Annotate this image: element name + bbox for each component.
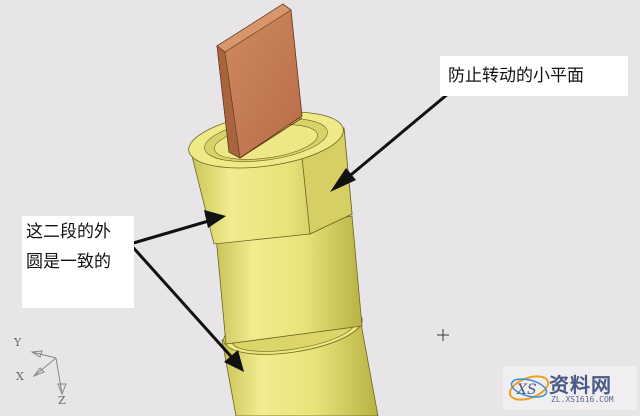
crosshair-cursor-icon (437, 329, 449, 341)
axis-triad: Y X Z (10, 330, 80, 410)
callout-text: 防止转动的小平面 (448, 66, 584, 86)
watermark-url: ZL.XS1616.COM (551, 395, 614, 404)
callout-arrows (128, 86, 456, 372)
callout-text-line-1: 这二段的外 (26, 222, 111, 242)
svg-text:XS: XS (516, 382, 537, 398)
axis-label-x: X (16, 370, 24, 383)
callout-anti-rotation-flat: 防止转动的小平面 (440, 56, 628, 96)
axis-triad-icon (30, 350, 67, 396)
xs-logo-icon: XS (508, 375, 550, 401)
callout-text-line-2: 圆是一致的 (26, 252, 111, 272)
watermark-title: 资料网 (549, 373, 612, 397)
watermark: XS 资料网 ZL.XS1616.COM (503, 366, 637, 410)
callout-same-outer-diameter: 这二段的外 圆是一致的 (22, 216, 134, 308)
axis-label-z: Z (58, 394, 66, 407)
axis-label-y: Y (14, 336, 22, 349)
